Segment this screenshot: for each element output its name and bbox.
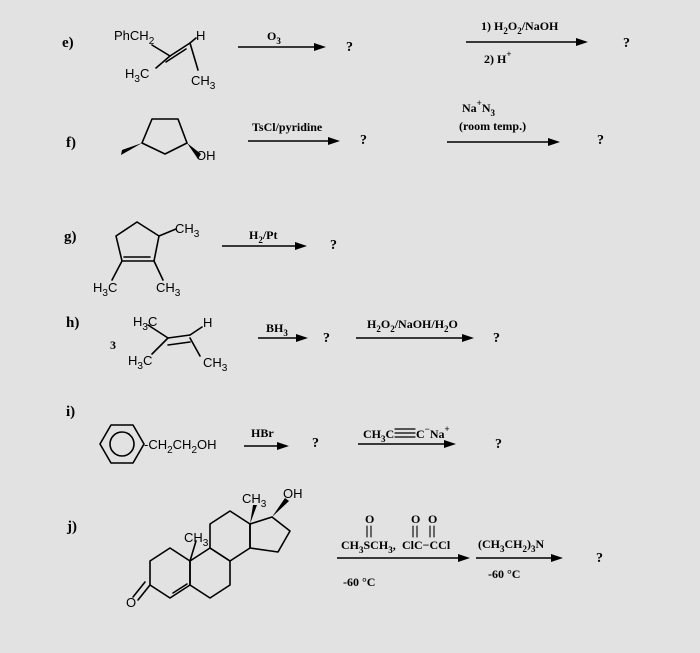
label-j: j)	[66, 519, 77, 535]
reagent-e2-line1: 1) H2O2/NaOH	[481, 19, 559, 36]
arrow-i1-head	[277, 442, 289, 450]
problem-f: f) OH TsCl/pyridine ? Na+N3 (room temp.)…	[66, 98, 604, 163]
arrow-f2-head	[548, 138, 560, 146]
ch3-mid-group: CH3	[184, 530, 209, 549]
steroid-skeleton	[132, 498, 291, 601]
c18-methyl-wedge	[250, 505, 257, 524]
arrow-e2-head	[576, 38, 588, 46]
label-e: e)	[62, 35, 74, 51]
label-i: i)	[66, 404, 75, 420]
ch2ch2oh-chain: -CH2CH2OH	[144, 437, 217, 456]
h3c-bottom-group: H3C	[128, 353, 152, 372]
product-i2: ?	[495, 437, 502, 452]
arrow-i2-head	[444, 440, 456, 448]
dmso-oxygen: O	[365, 512, 374, 526]
h3c-top-group: H3C	[133, 314, 157, 333]
reagent-nan3: Na+N3	[462, 98, 495, 118]
oxalyl-oxygen-1: O	[411, 512, 420, 526]
product-f1: ?	[360, 133, 367, 148]
product-f2: ?	[597, 133, 604, 148]
reagent-h2-pt: H2/Pt	[249, 228, 278, 245]
temp-j2: -60 °C	[488, 567, 520, 581]
label-g: g)	[64, 229, 77, 245]
arrow-g1-head	[295, 242, 307, 250]
problem-h: h) 3 H3C H H3C CH3 BH3 ? H2O2/NaOH/H2O ?	[66, 314, 500, 374]
arrow-h1-head	[296, 334, 308, 342]
reagent-oxalyl-chloride: ClC−CCl	[402, 538, 451, 552]
reagent-e2-line2: 2) H+	[484, 49, 511, 66]
ch3-bottom-group: CH3	[156, 280, 181, 299]
reagent-sodium-propynide-end: C−Na+	[416, 424, 450, 441]
phch2-group: PhCH2	[114, 28, 155, 47]
product-h2: ?	[493, 331, 500, 346]
reagent-triethylamine: (CH3CH2)3N	[478, 537, 545, 554]
product-i1: ?	[312, 436, 319, 451]
reagent-h2o2-naoh: H2O2/NaOH/H2O	[367, 317, 458, 334]
reagent-dmso: CH3SCH3,	[341, 538, 396, 555]
h3c-group: H3C	[93, 280, 117, 299]
temp-j1: -60 °C	[343, 575, 375, 589]
reagent-hbr: HBr	[251, 426, 274, 440]
product-e1: ?	[346, 40, 353, 55]
arrow-f1-head	[328, 137, 340, 145]
product-g1: ?	[330, 238, 337, 253]
label-h: h)	[66, 315, 79, 331]
alkene-h	[147, 324, 203, 357]
methyl-wedge	[121, 143, 142, 155]
oh-wedge	[272, 498, 289, 517]
equivalents: 3	[110, 338, 116, 352]
ch3-group: CH3	[191, 73, 216, 92]
problem-g: g) CH3 H3C CH3 H2/Pt ?	[64, 221, 337, 299]
h-atom: H	[203, 315, 212, 330]
ketone-o: O	[126, 595, 136, 610]
arrow-j1-head	[458, 554, 470, 562]
triple-bond	[394, 428, 416, 438]
problem-e: e) PhCH2 H H3C CH3 O3 ? 1) H2O2/NaOH 2) …	[62, 19, 630, 92]
oxalyl-oxygen-2: O	[428, 512, 437, 526]
oh-group: OH	[196, 148, 216, 163]
product-j2: ?	[596, 551, 603, 566]
h-atom: H	[196, 28, 205, 43]
ch3-group: CH3	[203, 355, 228, 374]
label-f: f)	[66, 135, 76, 151]
reagent-room-temp: (room temp.)	[459, 119, 526, 133]
oh-group: OH	[283, 486, 303, 501]
arrow-e1-head	[314, 43, 326, 51]
arrow-h2-head	[462, 334, 474, 342]
ch3-top-group: CH3	[242, 491, 267, 510]
ch3-top-group: CH3	[175, 221, 200, 240]
reagent-tscl: TsCl/pyridine	[252, 120, 323, 134]
reagent-ozone: O3	[267, 29, 281, 46]
h3c-group: H3C	[125, 66, 149, 85]
problem-i: i) -CH2CH2OH HBr ? CH3C C−Na+ ?	[66, 404, 502, 464]
product-e2: ?	[623, 36, 630, 51]
cyclopentene-g	[111, 221, 177, 281]
reagent-bh3: BH3	[266, 321, 288, 338]
problem-j: j) O CH3 CH3 OH O O O	[66, 486, 603, 610]
cyclopentane-f	[121, 118, 201, 159]
alkene-e	[151, 37, 199, 71]
arrow-j2-head	[551, 554, 563, 562]
product-h1: ?	[323, 331, 330, 346]
benzene-ring	[99, 424, 145, 464]
reagent-sodium-propynide: CH3C	[363, 427, 394, 444]
oh-wedge	[187, 143, 201, 159]
